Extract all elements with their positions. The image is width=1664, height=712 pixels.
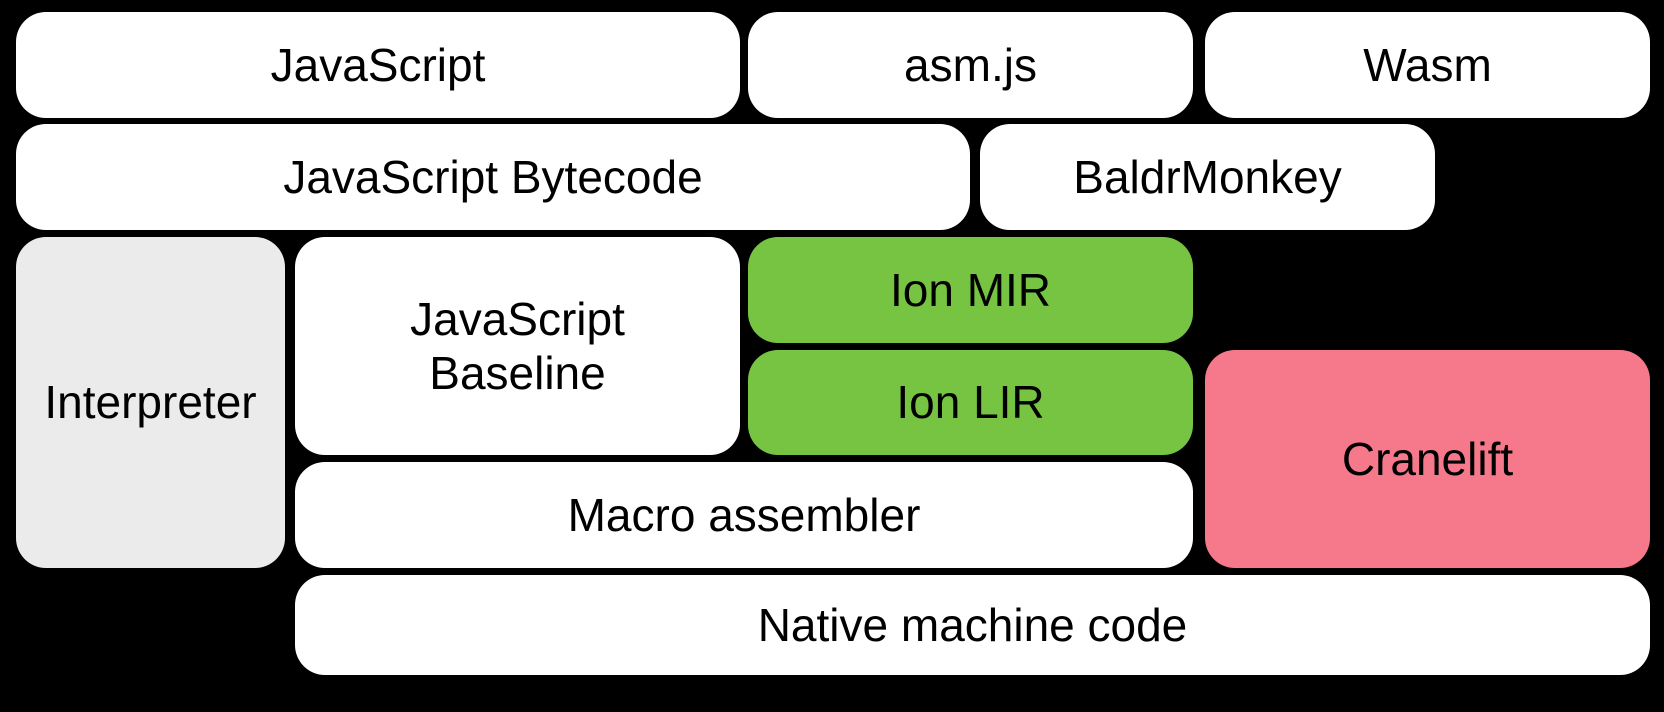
box-javascript-baseline: JavaScript Baseline: [295, 237, 740, 455]
box-macro-assembler: Macro assembler: [295, 462, 1193, 568]
box-cranelift: Cranelift: [1205, 350, 1650, 568]
box-javascript-bytecode: JavaScript Bytecode: [16, 124, 970, 230]
box-ion-lir: Ion LIR: [748, 350, 1193, 455]
box-wasm: Wasm: [1205, 12, 1650, 118]
box-javascript: JavaScript: [16, 12, 740, 118]
box-interpreter: Interpreter: [16, 237, 285, 568]
box-native-machine-code: Native machine code: [295, 575, 1650, 675]
box-baldrmonkey: BaldrMonkey: [980, 124, 1435, 230]
baseline-label-line-2: Baseline: [429, 347, 606, 399]
baseline-label-line-1: JavaScript: [410, 292, 625, 345]
box-asmjs: asm.js: [748, 12, 1193, 118]
box-ion-mir: Ion MIR: [748, 237, 1193, 343]
